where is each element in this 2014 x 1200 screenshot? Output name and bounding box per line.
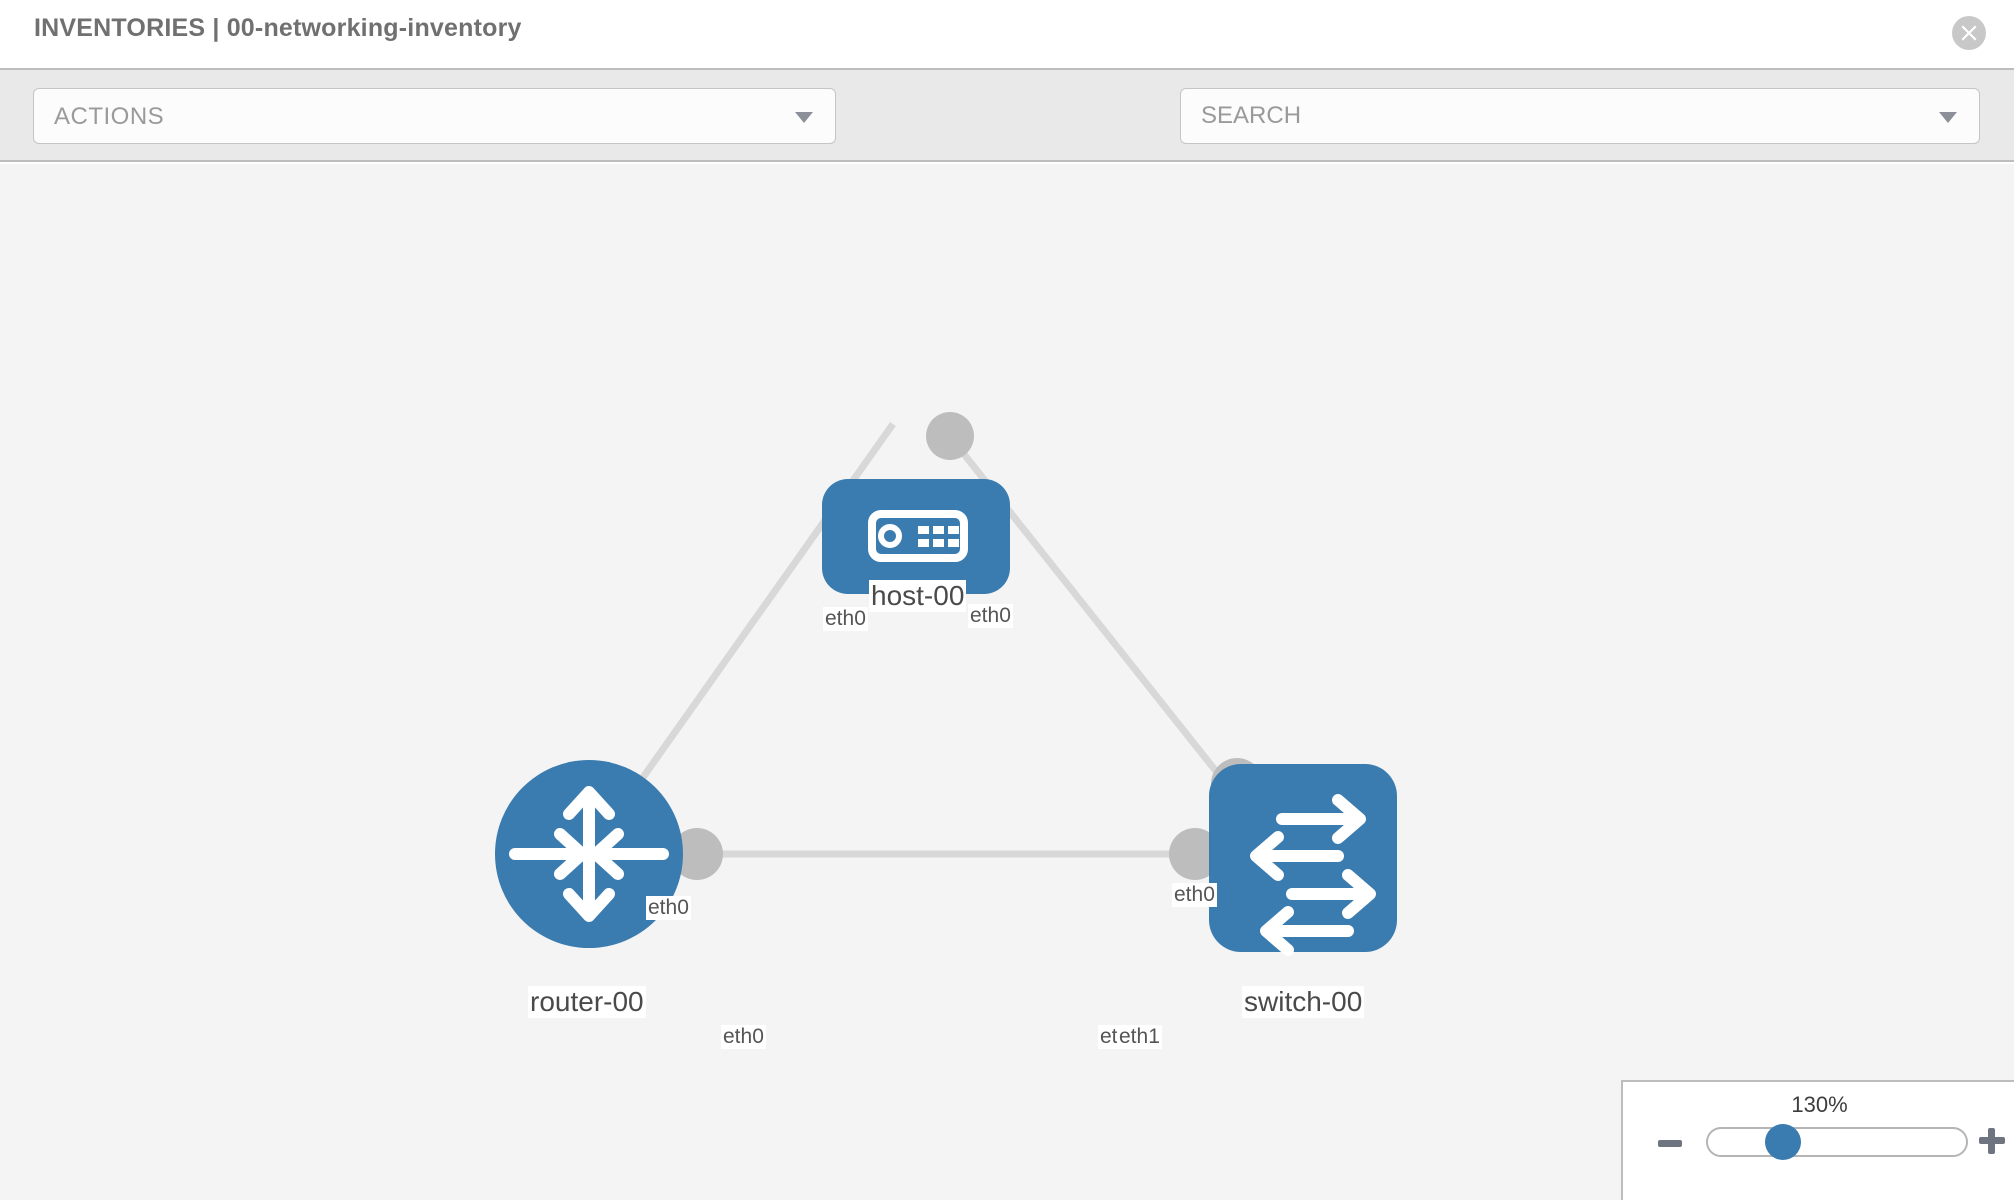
topology-graph xyxy=(495,412,1397,956)
zoom-control-panel: 130% xyxy=(1621,1080,2014,1200)
interface-label: eth0 xyxy=(823,607,868,631)
zoom-slider-track[interactable] xyxy=(1706,1127,1968,1157)
interface-label: eth0 xyxy=(1172,883,1217,907)
router-arrows-icon xyxy=(509,786,669,922)
search-box[interactable] xyxy=(1180,88,1980,144)
interface-nub[interactable] xyxy=(926,412,974,460)
server-icon xyxy=(868,510,968,562)
zoom-percent-label: 130% xyxy=(1791,1092,1848,1117)
node-label: router-00 xyxy=(528,986,646,1018)
minus-icon[interactable] xyxy=(1658,1140,1682,1147)
zoom-slider-thumb[interactable] xyxy=(1765,1124,1801,1160)
page-header: INVENTORIES | 00-networking-inventory xyxy=(0,0,2014,68)
node-label: switch-00 xyxy=(1242,986,1365,1018)
topology-node-switch-00[interactable] xyxy=(1209,764,1397,956)
page-title: INVENTORIES | 00-networking-inventory xyxy=(34,14,522,42)
topology-canvas[interactable]: host-00 router-00 switch-00 eth0 eth0 et… xyxy=(0,164,2014,1200)
topology-node-host-00[interactable] xyxy=(822,479,1010,594)
switch-arrows-icon xyxy=(1250,794,1376,956)
interface-label: eth0 xyxy=(721,1025,766,1049)
toolbar: ACTIONS xyxy=(0,68,2014,203)
actions-dropdown-label: ACTIONS xyxy=(54,103,165,130)
close-icon[interactable] xyxy=(1952,16,1986,50)
chevron-down-icon xyxy=(795,112,813,123)
interface-nub[interactable] xyxy=(1169,828,1221,880)
interface-nub[interactable] xyxy=(671,828,723,880)
search-input[interactable] xyxy=(1201,89,1901,143)
topology-node-router-00[interactable] xyxy=(495,760,683,948)
actions-dropdown[interactable]: ACTIONS xyxy=(33,88,836,144)
interface-label: eth0 xyxy=(646,896,691,920)
chevron-down-icon[interactable] xyxy=(1939,112,1957,123)
node-label: host-00 xyxy=(869,580,967,612)
interface-label: eth0 xyxy=(968,604,1013,628)
plus-icon[interactable] xyxy=(1979,1128,2005,1154)
interface-label: eth1 xyxy=(1117,1025,1162,1049)
